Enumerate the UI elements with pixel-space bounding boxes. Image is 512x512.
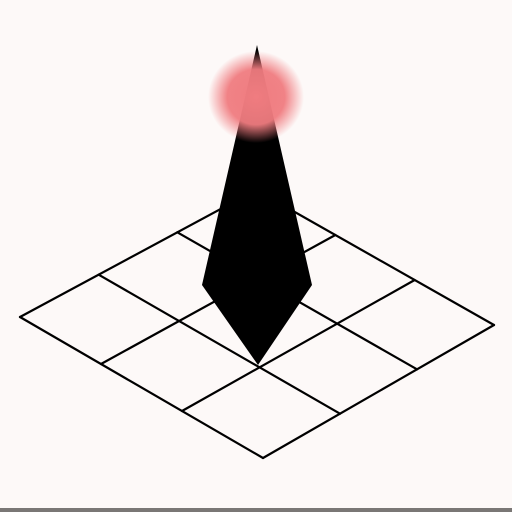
grid-line-column [18, 188, 258, 319]
grid-line-column [180, 278, 416, 413]
bottom-border [0, 508, 512, 512]
spike-body [202, 45, 312, 365]
grid-line-row [254, 188, 496, 327]
spike [202, 45, 312, 365]
grid-line-column [261, 323, 496, 460]
grid-line-row [97, 273, 342, 415]
grid-line-row [18, 315, 265, 460]
glow-orb [208, 51, 304, 143]
